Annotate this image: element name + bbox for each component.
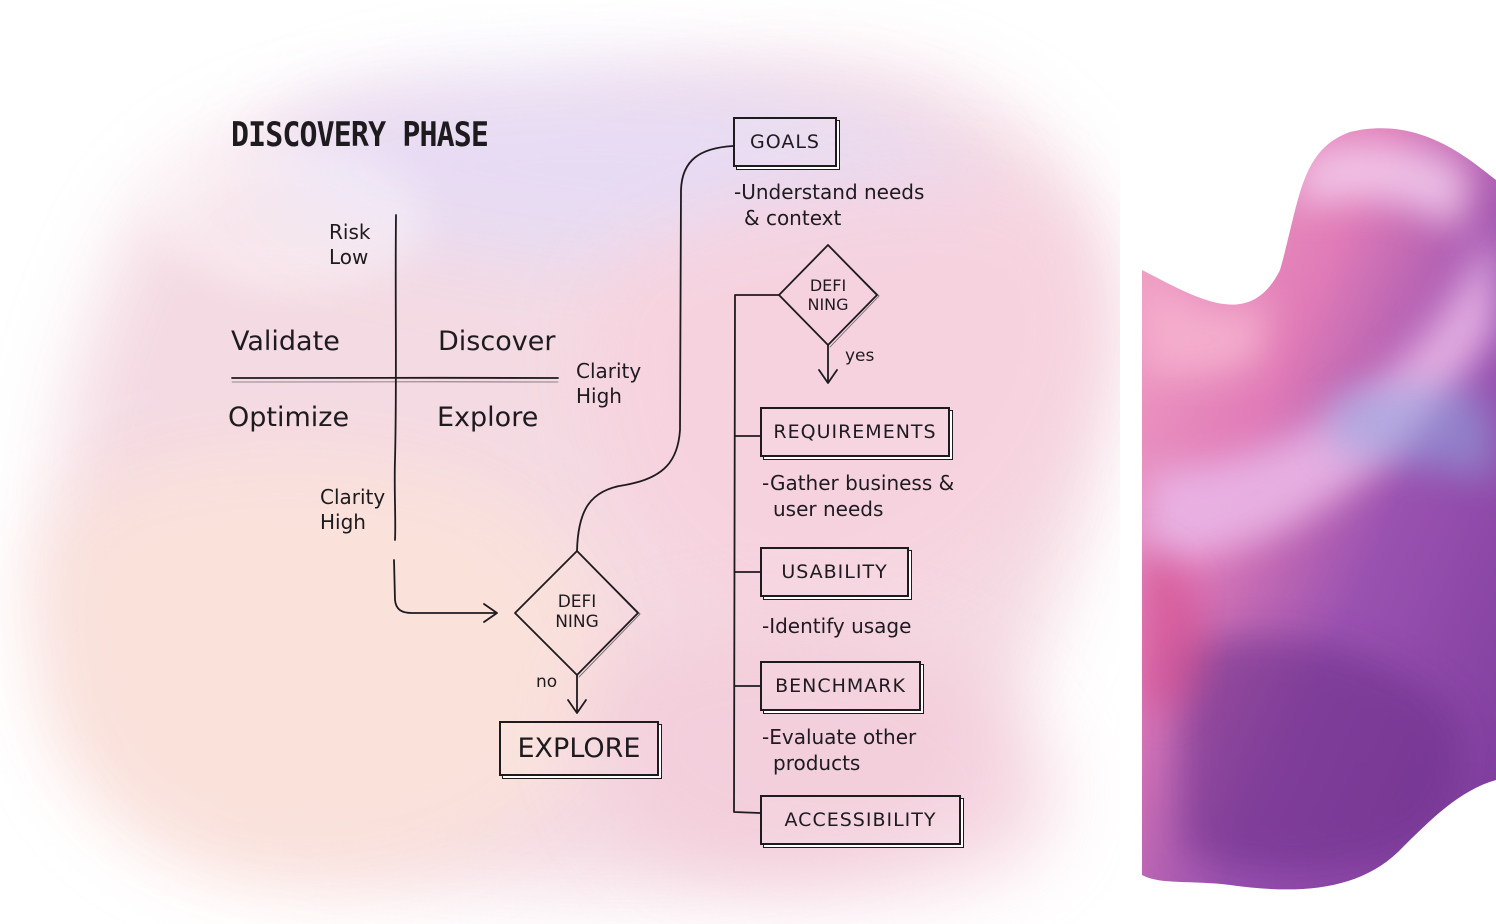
- axis-secondary-line: [231, 381, 559, 383]
- note-line: -Evaluate other: [762, 725, 917, 749]
- note-line: -Gather business &: [762, 471, 955, 495]
- yes-label: yes: [845, 346, 875, 366]
- requirements-note: -Gather business & user needs: [762, 470, 954, 522]
- requirements-box: REQUIREMENTS: [760, 407, 950, 457]
- vertical-axis: [393, 214, 397, 541]
- no-label: no: [536, 672, 558, 692]
- note-line: -Identify usage: [762, 614, 912, 638]
- benchmark-note: -Evaluate other products: [762, 724, 916, 776]
- axis-label-line: Low: [329, 245, 369, 269]
- axis-label-line: Clarity: [576, 359, 642, 383]
- accessibility-box: ACCESSIBILITY: [760, 795, 961, 845]
- usability-box: USABILITY: [760, 547, 909, 597]
- horizontal-axis: [231, 376, 559, 380]
- benchmark-box: BENCHMARK: [760, 661, 921, 711]
- quadrant-optimize: Optimize: [228, 402, 350, 433]
- decision-line: NING: [555, 612, 599, 632]
- steps-spine: [733, 294, 780, 814]
- no-arrow-head: [567, 699, 587, 714]
- axis-label-risk-low: Risk Low: [329, 220, 370, 270]
- axis-label-line: Clarity: [320, 485, 386, 509]
- axis-label-line: High: [576, 384, 622, 408]
- note-line: products: [773, 751, 861, 775]
- decision-goals-text: DEFI NING: [796, 276, 860, 314]
- note-line: -Understand needs: [734, 180, 925, 204]
- arrow-head-decision: [483, 603, 498, 623]
- yes-arrow-head: [818, 369, 838, 384]
- decision-line: DEFI: [557, 592, 597, 612]
- goals-box: GOALS: [733, 117, 837, 167]
- usability-note: -Identify usage: [762, 613, 911, 639]
- axis-label-clarity-high-right: Clarity High: [576, 359, 641, 409]
- quadrant-validate: Validate: [231, 326, 340, 357]
- note-line: user needs: [773, 497, 884, 521]
- decision-line: NING: [807, 295, 849, 314]
- connector-to-goals: [576, 145, 734, 552]
- page-title: DISCOVERY PHASE: [231, 115, 489, 155]
- goals-note: -Understand needs & context: [734, 179, 924, 231]
- soft-blob-background: [40, 66, 1108, 891]
- axis-label-clarity-high-bottom: Clarity High: [320, 485, 385, 535]
- axis-label-line: High: [320, 510, 366, 534]
- quadrant-explore: Explore: [437, 402, 539, 433]
- decision-line: DEFI: [809, 276, 847, 295]
- decision-main-text: DEFI NING: [537, 592, 617, 632]
- quadrant-discover: Discover: [438, 326, 556, 357]
- explore-box: EXPLORE: [499, 721, 659, 776]
- axis-label-line: Risk: [329, 220, 371, 244]
- arrow-to-decision: [393, 559, 497, 614]
- note-line: & context: [744, 206, 842, 230]
